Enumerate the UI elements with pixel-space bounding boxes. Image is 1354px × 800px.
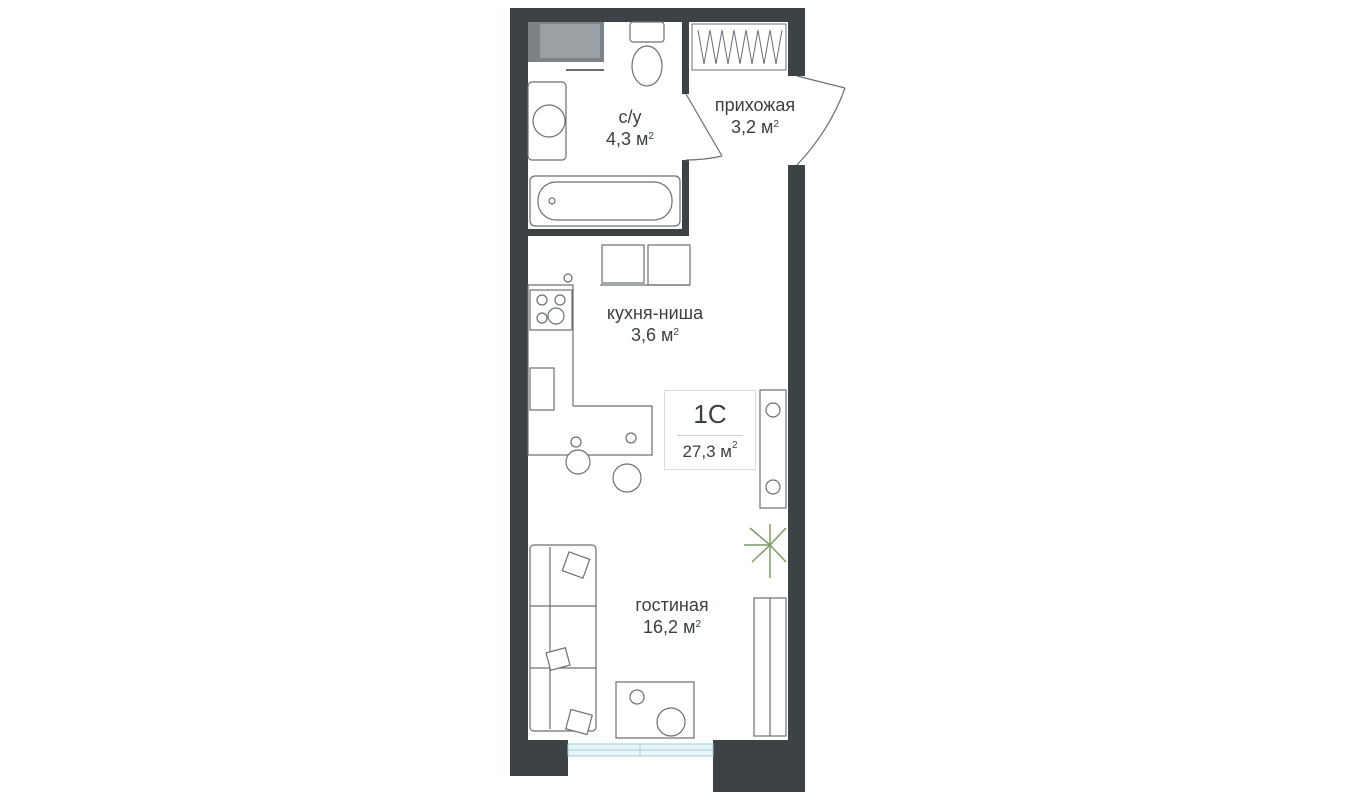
coffee-table [615,681,695,739]
bathtub [529,175,681,227]
toilet [629,21,665,87]
room-hallway-label: прихожая 3,2 м2 [700,94,810,138]
room-name: с/у [618,107,642,127]
room-name: прихожая [714,95,796,115]
stove [529,289,573,331]
room-bathroom-label: с/у 4,3 м2 [590,106,670,150]
shower-rack [528,22,604,71]
room-kitchen-label: кухня-ниша 3,6 м2 [585,302,725,346]
wardrobe [691,23,787,71]
entrance-door [796,75,846,166]
sofa [529,544,597,736]
bathroom-door [685,93,723,161]
apartment-total-area: 27,3 м2 [682,440,738,461]
room-living-label: гостиная 16,2 м2 [612,594,732,638]
room-name: гостиная [635,595,709,615]
interior-walls [528,22,689,236]
apartment-type-code: 1С [693,399,727,429]
room-area: 4,3 м2 [606,129,654,149]
apartment-type-box: 1С 27,3 м2 [664,390,756,470]
room-area: 3,6 м2 [631,325,679,345]
window [567,743,714,757]
dining-chairs [565,449,642,493]
room-area: 3,2 м2 [731,117,779,137]
room-area: 16,2 м2 [643,617,701,637]
divider [677,435,743,436]
fridge [529,367,555,411]
side-console [753,597,787,737]
exterior-walls [510,8,805,792]
washbasin [527,81,567,161]
kitchen-counter [527,244,691,456]
room-name: кухня-ниша [606,303,704,323]
tv-unit [759,389,787,509]
plant [744,524,787,578]
